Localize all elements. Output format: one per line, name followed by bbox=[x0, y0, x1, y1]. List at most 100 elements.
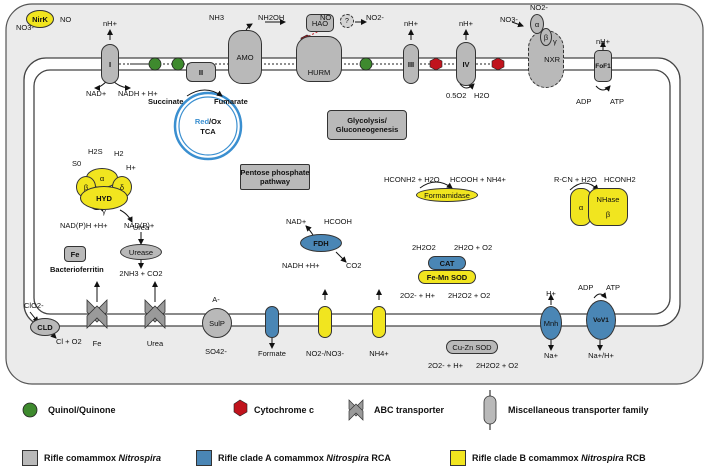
tca-name: TCA bbox=[200, 127, 216, 136]
no3-nxr-label: NO3- bbox=[500, 15, 518, 24]
fe-mn-sod-enzyme: Fe-Mn SOD bbox=[418, 270, 476, 284]
legend-swatch-rifle bbox=[22, 450, 38, 466]
legend-cytochrome: Cytochrome c bbox=[254, 405, 315, 415]
hyd-gamma-label: γ bbox=[102, 207, 106, 216]
fdh-nadh-label: NADH +H+ bbox=[282, 261, 320, 270]
legend-clade-a-text: Rifle clade A comammox bbox=[218, 453, 324, 463]
tca-ox: /Ox bbox=[209, 117, 222, 126]
legend-rifle-genus: Nitrospira bbox=[118, 453, 162, 463]
unknown-enzyme: ? bbox=[340, 14, 354, 28]
mnh-transporter: Mnh bbox=[540, 306, 562, 340]
adp-label-2: ADP bbox=[578, 283, 594, 292]
h2o-iv-label: H2O bbox=[474, 91, 490, 100]
legend-clade-a: Rifle clade A comammox Nitrospira RCA bbox=[218, 453, 391, 463]
nxr-alpha: α bbox=[530, 14, 544, 34]
formamidase-enzyme: Formamidase bbox=[416, 188, 478, 202]
v-type-atpase: VoV1 bbox=[586, 300, 616, 340]
cl-o2-label: Cl + O2 bbox=[56, 337, 82, 346]
cld-enzyme: CLD bbox=[30, 318, 60, 336]
pentose-phosphate-box: Pentose phosphate pathway bbox=[240, 164, 310, 190]
formate-transporter bbox=[265, 306, 279, 338]
nhase-in-label: R-CN + H2O bbox=[554, 175, 597, 184]
no-hao-label: NO bbox=[320, 13, 332, 22]
cu-zn-sod-enzyme: Cu-Zn SOD bbox=[446, 340, 498, 354]
fdh-hcooh-label: HCOOH bbox=[324, 217, 352, 226]
legend-quinol: Quinol/Quinone bbox=[48, 405, 116, 415]
abc-fe bbox=[86, 299, 108, 329]
nitrite-nitrate-transporter bbox=[318, 306, 332, 338]
sulp-transporter: SulP bbox=[202, 308, 232, 338]
fdh-co2-label: CO2 bbox=[346, 261, 362, 270]
bacterioferritin-box: Fe bbox=[64, 246, 86, 262]
formamidase-out-label: HCOOH + NH4+ bbox=[450, 175, 506, 184]
s0-label: S0 bbox=[72, 159, 82, 168]
no3-nirk-label: NO3- bbox=[16, 23, 34, 32]
hao-complex: HAO bbox=[306, 14, 334, 32]
urea-transport-label: Urea bbox=[146, 339, 164, 348]
nh3-label: NH3 bbox=[209, 13, 225, 22]
legend-clade-b-suffix: RCB bbox=[626, 453, 646, 463]
h2-label: H2 bbox=[114, 149, 124, 158]
legend-clade-b: Rifle clade B comammox Nitrospira RCB bbox=[472, 453, 646, 463]
nadh-label: NADH + H+ bbox=[118, 89, 158, 98]
hplus-mnh-label: H+ bbox=[546, 289, 556, 298]
nh-atp-label: nH+ bbox=[596, 37, 610, 46]
legend-misc-transporter: Miscellaneous transporter family bbox=[508, 405, 649, 415]
nhase-beta: NHase β bbox=[588, 188, 628, 226]
na-mnh-label: Na+ bbox=[544, 351, 558, 360]
legend-clade-a-suffix: RCA bbox=[371, 453, 391, 463]
cat-enzyme: CAT bbox=[428, 256, 466, 270]
nxr-beta: β bbox=[540, 28, 552, 46]
legend-rifle-text: Rifle comammox bbox=[44, 453, 117, 463]
nh2oh-label: NH2OH bbox=[258, 13, 285, 22]
quinol-dot-2 bbox=[171, 57, 185, 71]
no2-nxr-label: NO2- bbox=[530, 3, 548, 12]
formate-label: Formate bbox=[258, 349, 286, 358]
legend-clade-b-genus: Nitrospira bbox=[581, 453, 624, 463]
complex-iii: III bbox=[403, 44, 419, 84]
no-nirk-label: NO bbox=[60, 15, 72, 24]
cytochrome-c-legend bbox=[233, 399, 248, 417]
a-minus-label: A- bbox=[212, 295, 220, 304]
nad-label: NAD+ bbox=[86, 89, 107, 98]
legend-clade-a-genus: Nitrospira bbox=[326, 453, 369, 463]
nh-complex4-label: nH+ bbox=[459, 19, 473, 28]
ammonium-transporter bbox=[372, 306, 386, 338]
nhase-name: NHase bbox=[596, 195, 620, 204]
abc-urea bbox=[144, 299, 166, 329]
legend-abc: ABC transporter bbox=[374, 405, 445, 415]
no2-hao-label: NO2- bbox=[366, 13, 384, 22]
fdh-enzyme: FDH bbox=[300, 234, 342, 252]
fe-transport-label: Fe bbox=[92, 339, 102, 348]
cytochrome-c-3 bbox=[491, 57, 505, 71]
legend-clade-b-text: Rifle clade B comammox bbox=[472, 453, 579, 463]
quinol-dot-legend bbox=[22, 402, 38, 418]
urea-in-label: Urea bbox=[132, 223, 150, 232]
legend-swatch-clade-a bbox=[196, 450, 212, 466]
nirk-enzyme: NirK bbox=[26, 10, 54, 28]
o2-iv-label: 0.5O2 bbox=[446, 91, 467, 100]
nhase-beta-label: β bbox=[605, 210, 611, 219]
urease-enzyme: Urease bbox=[120, 244, 162, 260]
fumarate-label: Fumarate bbox=[214, 97, 248, 106]
bacterioferritin-label: Bacterioferritin bbox=[50, 265, 104, 274]
fdh-nad-label: NAD+ bbox=[286, 217, 307, 226]
cat-out-label: 2H2O + O2 bbox=[454, 243, 493, 252]
abc-legend bbox=[348, 399, 364, 421]
h2s-label: H2S bbox=[88, 147, 103, 156]
atp-label-2: ATP bbox=[606, 283, 621, 292]
tca-red: Red bbox=[194, 117, 210, 126]
complex-ii: II bbox=[186, 62, 216, 82]
nh-complex3-label: nH+ bbox=[404, 19, 418, 28]
quinol-dot-1 bbox=[148, 57, 162, 71]
hplus-hyd-label: H+ bbox=[126, 163, 136, 172]
sod-out-label: 2H2O2 + O2 bbox=[448, 291, 491, 300]
amo-complex: AMO bbox=[228, 30, 262, 84]
atp-synthase-fof1: FoF1 bbox=[594, 50, 612, 82]
hyd-gamma: HYD bbox=[80, 186, 128, 210]
legend-swatch-clade-b bbox=[450, 450, 466, 466]
nh4-label: NH4+ bbox=[369, 349, 389, 358]
cuzn-out-label: 2H2O2 + O2 bbox=[476, 361, 519, 370]
